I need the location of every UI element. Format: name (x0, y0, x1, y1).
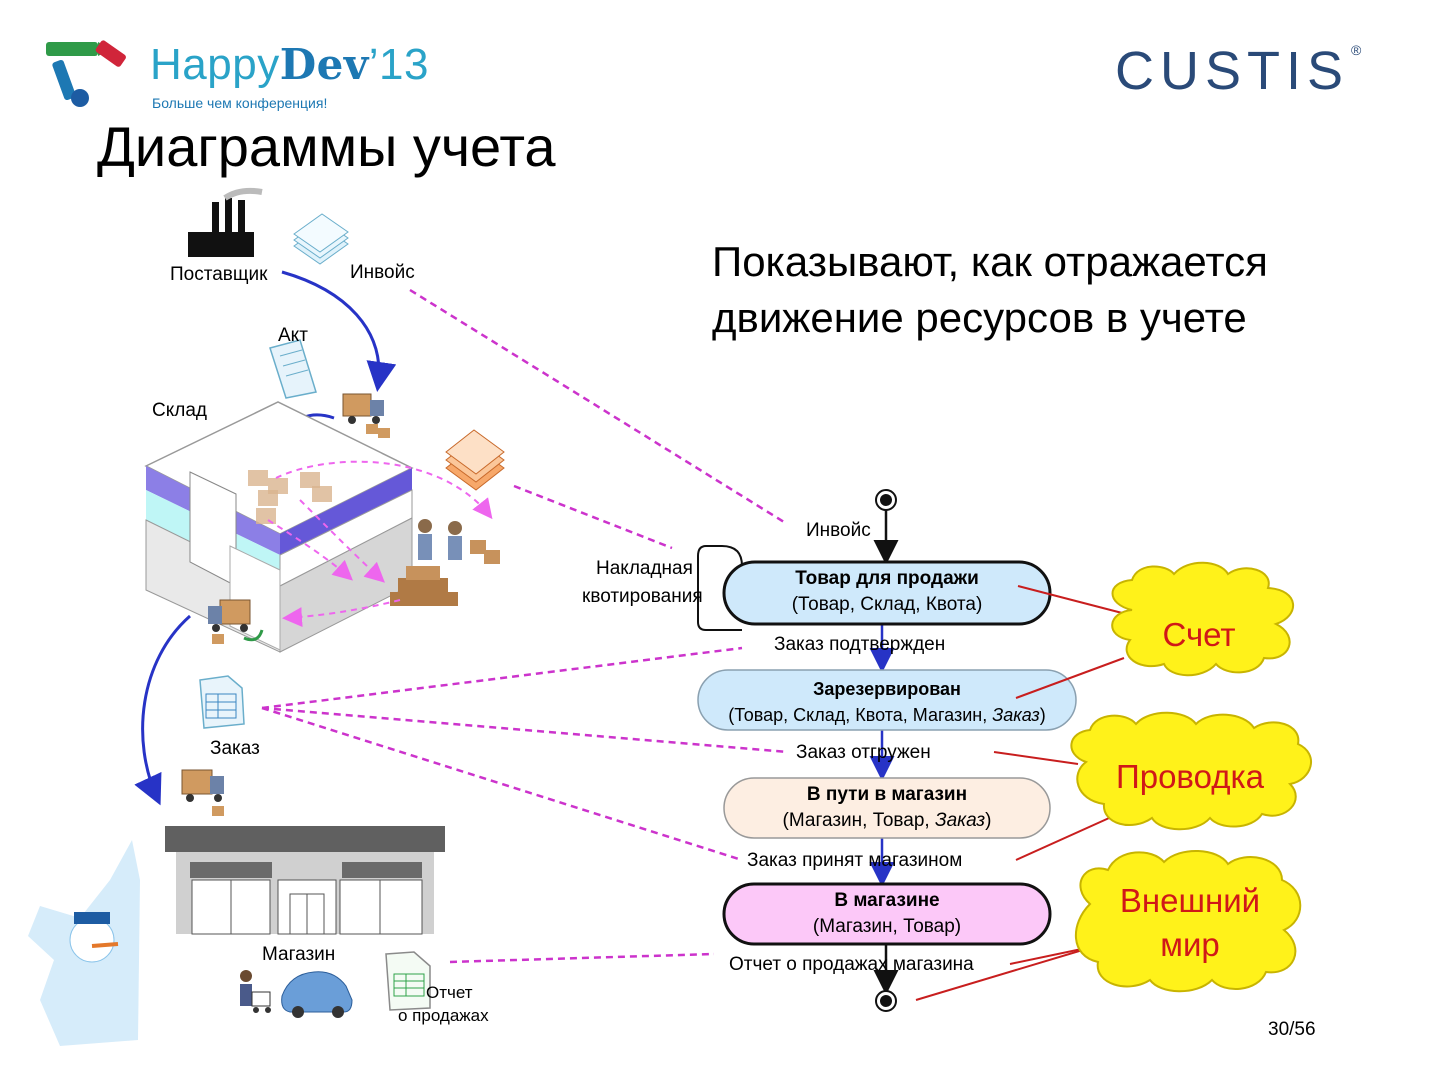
transition-quote-waybill-2: квотирования (582, 586, 703, 607)
happydev-logo[interactable]: HappyDev’13 (150, 40, 429, 90)
shop-icon (165, 826, 445, 935)
state-detail-italic: Заказ (934, 810, 986, 831)
subtitle-line-1: Показывают, как отражается (712, 238, 1268, 285)
truck-icon (181, 769, 224, 816)
state-in-store: В магазине (Магазин, Товар) (724, 888, 1050, 940)
truck-icon (342, 393, 390, 438)
state-name: Зарезервирован (813, 679, 961, 699)
transition-invoice: Инвойс (806, 520, 871, 541)
state-detail: (Магазин, Товар) (812, 916, 962, 937)
state-detail: (Магазин, Товар, (782, 810, 935, 831)
state-box-in-transit (723, 777, 1051, 839)
act-document-icon (269, 339, 317, 399)
state-box-reserved (697, 669, 1077, 731)
snowman-icon (28, 840, 140, 1046)
waybill-document-icon (445, 429, 505, 491)
internal-move-arrows (267, 460, 493, 628)
state-detail: (Товар, Склад, Квота, Магазин, (728, 705, 993, 725)
state-for-sale: Товар для продажи (Товар, Склад, Квота) (724, 566, 1050, 618)
callout-external-2: мир (1160, 926, 1220, 963)
logo-prefix: Happy (150, 40, 280, 89)
dashed-links (261, 288, 789, 964)
page-number: 30/56 (1268, 1019, 1316, 1040)
state-flow (869, 489, 899, 1012)
state-name: Товар для продажи (795, 568, 979, 589)
warehouse-label: Склад (152, 400, 207, 421)
sales-report-icon (385, 951, 431, 1011)
workers-boxes-icon (390, 519, 500, 606)
callout-invoice: Счет (1162, 616, 1236, 653)
callout-external-1: Внешний (1119, 882, 1261, 919)
order-label: Заказ (210, 738, 260, 759)
state-detail-italic: Заказ (992, 705, 1040, 725)
cloud-invoice (1111, 561, 1294, 677)
callout-lines (915, 585, 1127, 1001)
happydev-logo-icon (46, 40, 126, 107)
shop-label: Магазин (262, 944, 336, 965)
shopper-icon (240, 970, 271, 1013)
factory-icon (188, 187, 263, 257)
state-detail-row: (Магазин, Товар, Заказ) (724, 808, 1050, 834)
supply-arrow (281, 270, 397, 392)
sales-report-label-2: о продажах (398, 1006, 489, 1025)
sales-report-label-1: Отчет (426, 983, 473, 1002)
state-box-for-sale (722, 560, 1052, 626)
state-box-in-store (722, 882, 1052, 946)
state-detail-end: ) (985, 810, 992, 831)
state-detail-row: (Товар, Склад, Квота, Магазин, Заказ) (698, 702, 1076, 728)
document-stack-icon (293, 213, 349, 265)
supplier-label: Поставщик (170, 264, 268, 285)
transition-order-received: Заказ принят магазином (747, 850, 963, 871)
custis-logo[interactable]: CUSTIS® (1115, 40, 1361, 102)
subtitle-line-2: движение ресурсов в учете (712, 294, 1247, 341)
quote-bracket (697, 545, 742, 631)
logo-tagline: Больше чем конференция! (152, 95, 328, 111)
brand-mark: ® (1351, 42, 1362, 58)
act-label: Акт (278, 325, 308, 346)
ship-arrow (134, 614, 191, 806)
transition-order-confirmed: Заказ подтвержден (774, 634, 946, 655)
invoice-label: Инвойс (350, 262, 415, 283)
state-name: В пути в магазин (806, 784, 968, 805)
car-icon (281, 971, 353, 1018)
state-in-transit: В пути в магазин (Магазин, Товар, Заказ) (724, 782, 1050, 834)
transition-quote-waybill-1: Накладная (596, 558, 693, 579)
boxes-icon (248, 470, 332, 524)
brand-name: CUSTIS (1115, 41, 1350, 101)
logo-suffix: ’13 (368, 40, 429, 89)
transition-sales-report: Отчет о продажах магазина (729, 954, 974, 975)
spreadsheet-icon (199, 675, 245, 729)
slide-subtitle: Показывают, как отражается движение ресу… (712, 234, 1268, 346)
state-detail: (Товар, Склад, Квота) (791, 594, 983, 615)
transition-order-shipped: Заказ отгружен (796, 742, 931, 763)
truck-icon (208, 599, 264, 644)
state-reserved: Зарезервирован (Товар, Склад, Квота, Маг… (698, 676, 1076, 728)
callout-posting: Проводка (1116, 758, 1264, 795)
state-name: В магазине (834, 890, 940, 911)
logo-strong: Dev (279, 40, 369, 89)
cloud-posting (1070, 711, 1312, 831)
page-title: Диаграммы учета (97, 115, 556, 178)
cloud-external-world (1075, 849, 1302, 993)
state-detail-end: ) (1039, 705, 1046, 725)
